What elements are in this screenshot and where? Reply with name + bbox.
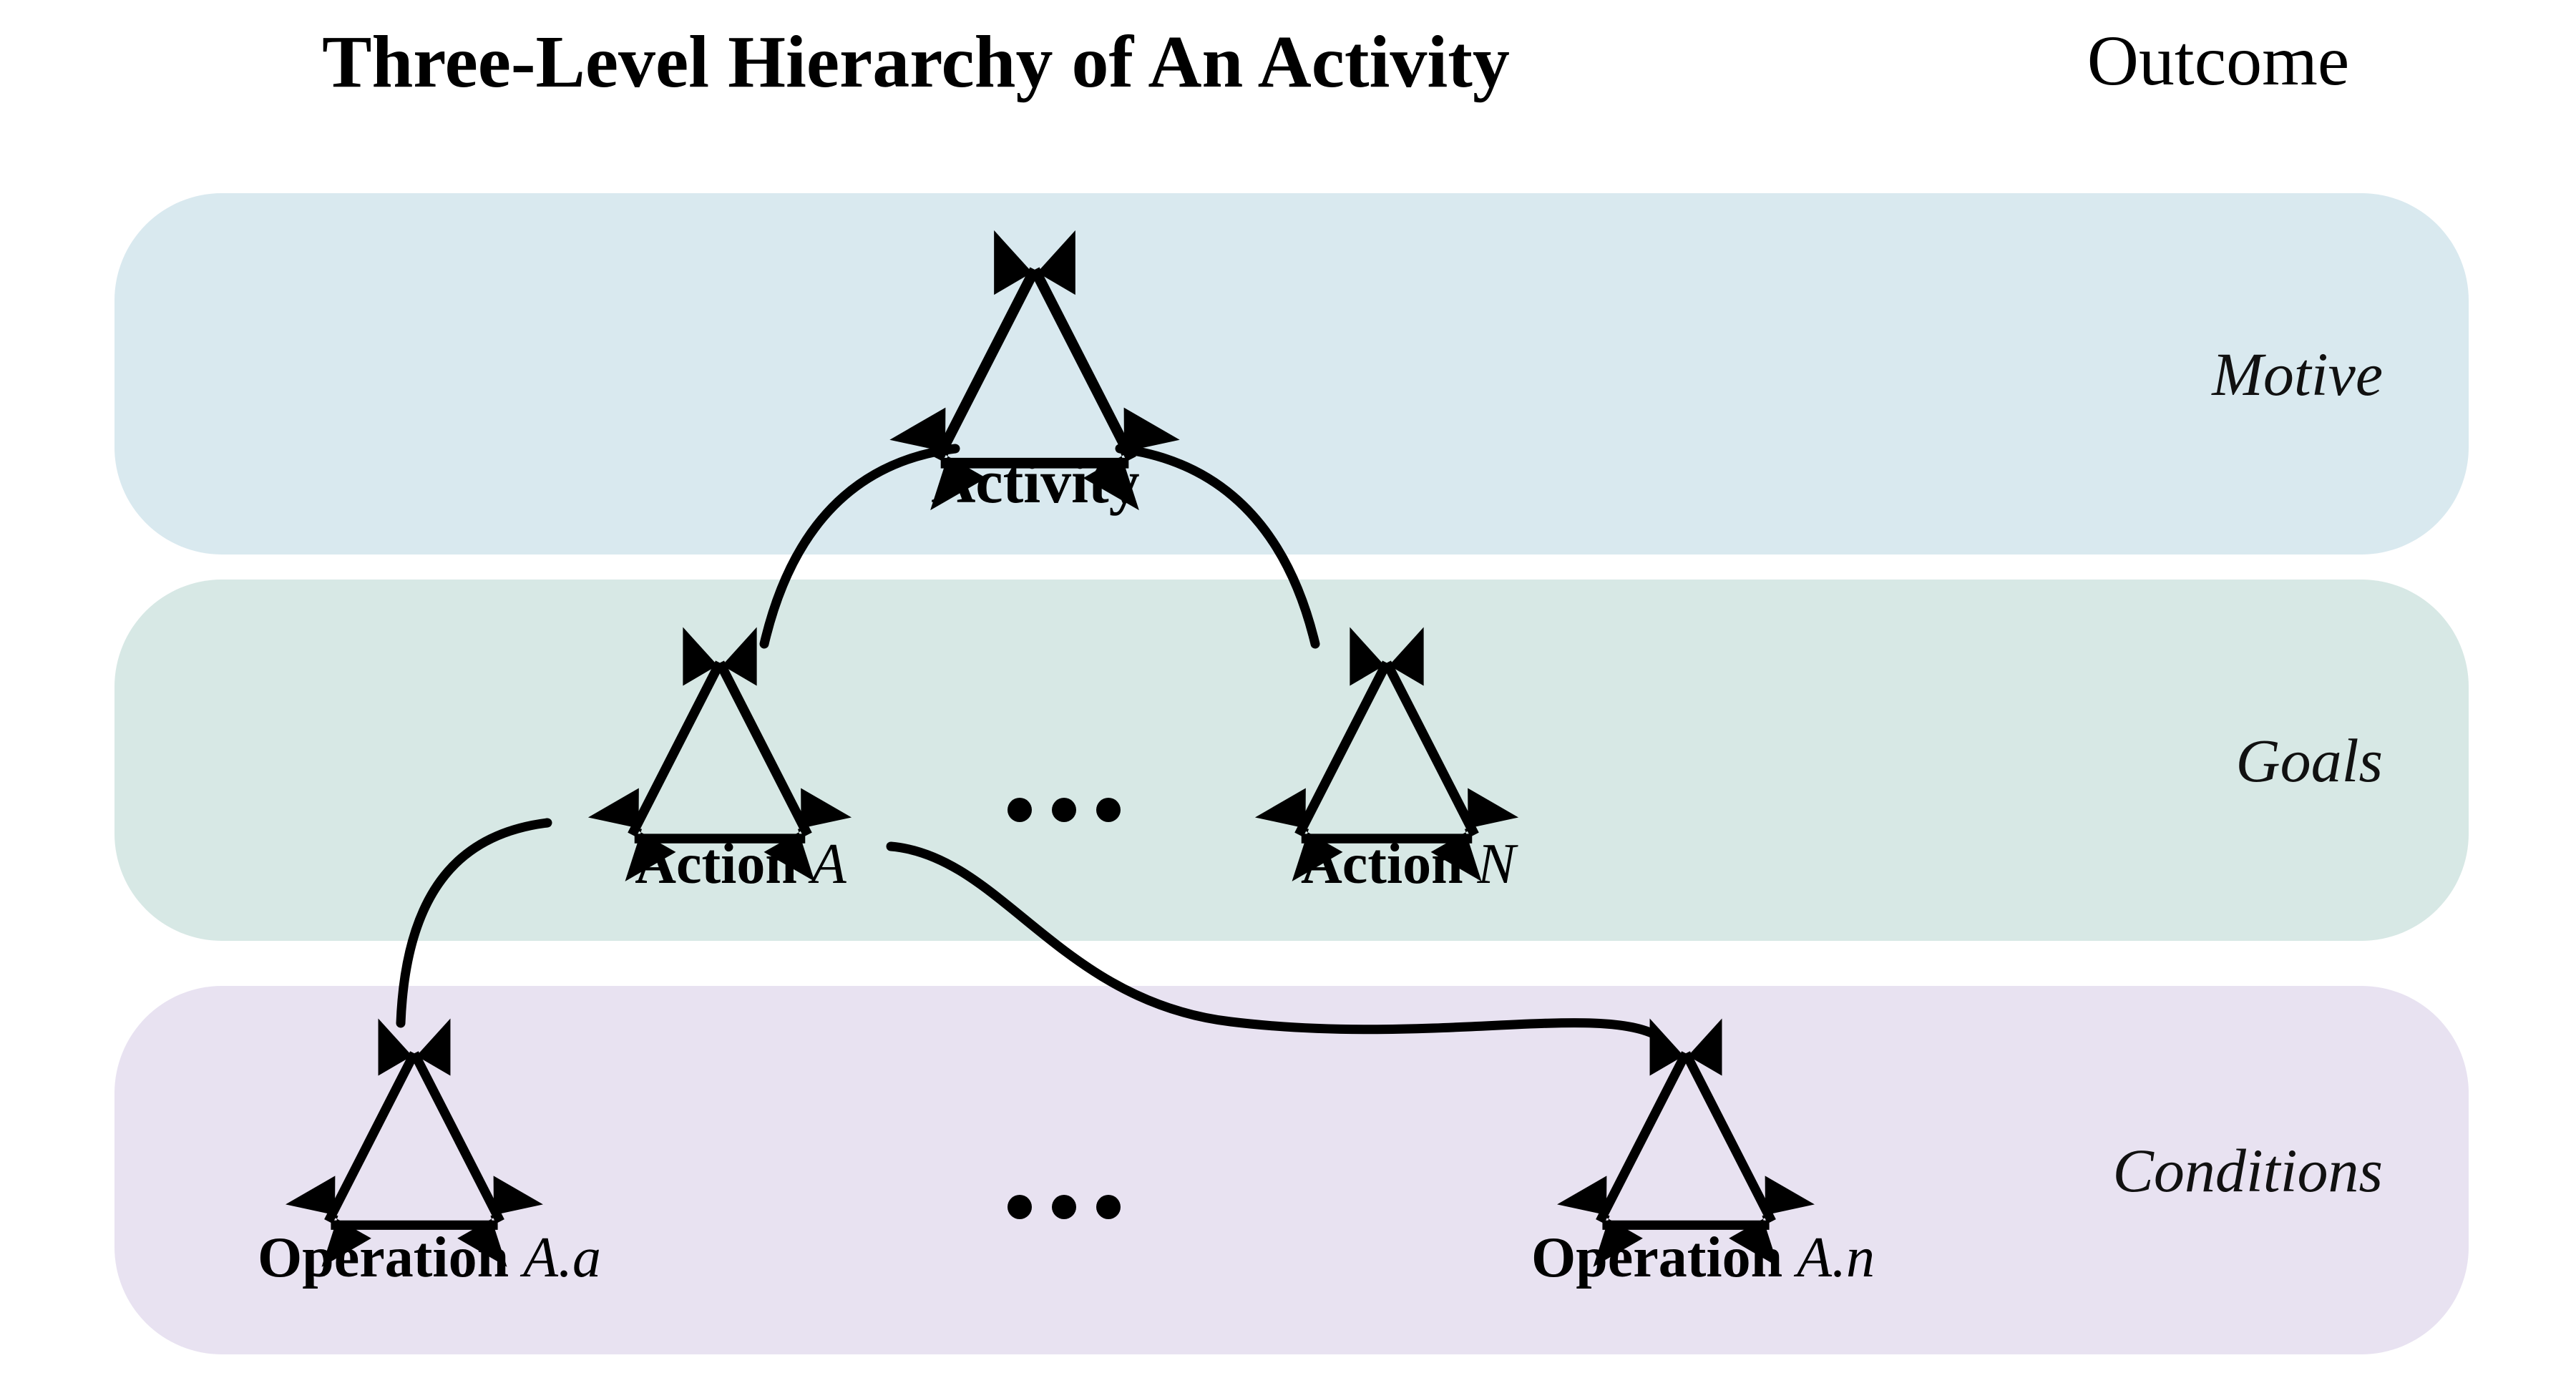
level-panel-action: Goals <box>114 580 2469 941</box>
ellipsis-dot <box>1096 798 1121 822</box>
page-title: Three-Level Hierarchy of An Activity <box>322 21 1510 103</box>
ellipsis-dot <box>1008 1195 1032 1219</box>
node-label-action-n: Action N <box>1301 836 1516 893</box>
ellipsis-dot <box>1008 798 1032 822</box>
ellipsis-dot <box>1052 798 1076 822</box>
node-label-operation-an: Operation A.n <box>1531 1229 1875 1286</box>
node-label-action-a-text: Action <box>635 833 811 896</box>
node-label-action-a-index: A <box>811 833 847 896</box>
ellipsis-dots-icon-operation-row <box>1008 1195 1121 1219</box>
node-label-action-n-text: Action <box>1301 833 1478 896</box>
outcome-label-goals: Goals <box>2235 725 2383 795</box>
ellipsis-dot <box>1096 1195 1121 1219</box>
level-panel-operation: Conditions <box>114 986 2469 1354</box>
level-panel-activity: Motive <box>114 193 2469 554</box>
ellipsis-dot <box>1052 1195 1076 1219</box>
node-label-action-n-index: N <box>1477 833 1516 896</box>
node-label-operation-aa-text: Operation <box>258 1226 524 1289</box>
outcome-column-header: Outcome <box>2087 21 2350 100</box>
outcome-label-motive: Motive <box>2212 339 2383 409</box>
node-label-operation-aa-index: A.a <box>523 1226 601 1289</box>
node-label-action-a: Action A <box>635 836 847 893</box>
ellipsis-dots-icon-action-row <box>1008 798 1121 822</box>
node-label-operation-an-text: Operation <box>1531 1226 1797 1289</box>
node-label-operation-aa: Operation A.a <box>258 1229 601 1286</box>
outcome-label-conditions: Conditions <box>2112 1135 2383 1205</box>
node-label-activity: Activity <box>931 451 1139 512</box>
node-label-operation-an-index: A.n <box>1797 1226 1875 1289</box>
node-label-activity-text: Activity <box>931 447 1140 516</box>
